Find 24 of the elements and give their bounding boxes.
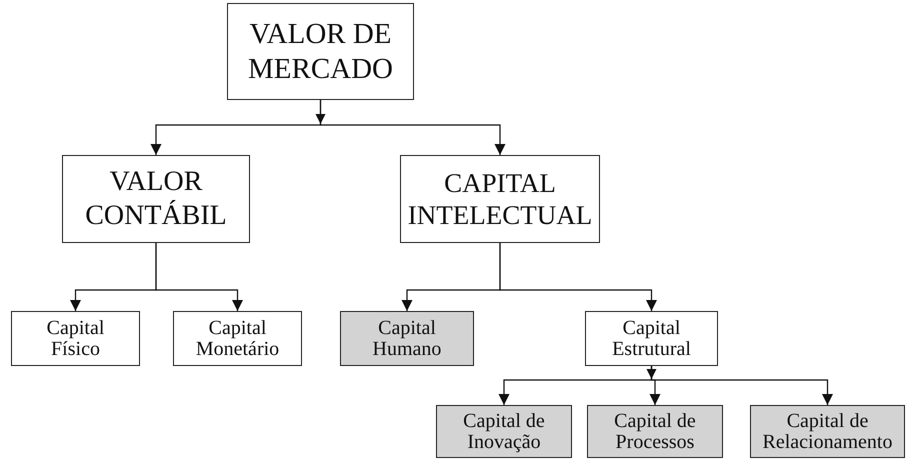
box-label: CAPITAL INTELECTUAL: [406, 166, 594, 232]
arrow: [320, 100, 506, 155]
component-box: [340, 311, 474, 366]
arrow: [155, 243, 243, 311]
component-box: [436, 405, 572, 458]
box-label: VALOR DE MERCADO: [246, 16, 394, 86]
category-box: [62, 155, 250, 243]
box-label: Capital Físico: [46, 318, 106, 360]
component-box: [585, 311, 718, 366]
component-box: [173, 311, 302, 366]
arrow: [499, 243, 657, 311]
box-label: Capital de Inovação: [462, 410, 546, 452]
component-box: [750, 405, 905, 458]
category-box: [227, 3, 414, 100]
category-box: [400, 155, 600, 243]
box-label: Capital Estrutural: [611, 318, 692, 360]
component-box: [587, 405, 723, 458]
box-label: Capital de Relacionamento: [762, 410, 892, 452]
box-label: Capital de Processos: [613, 410, 697, 452]
box-label: VALOR CONTÁBIL: [84, 165, 228, 233]
component-box: [11, 311, 140, 366]
arrow: [650, 366, 833, 405]
box-label: Capital Humano: [372, 318, 442, 360]
box-label: Capital Monetário: [196, 318, 280, 360]
